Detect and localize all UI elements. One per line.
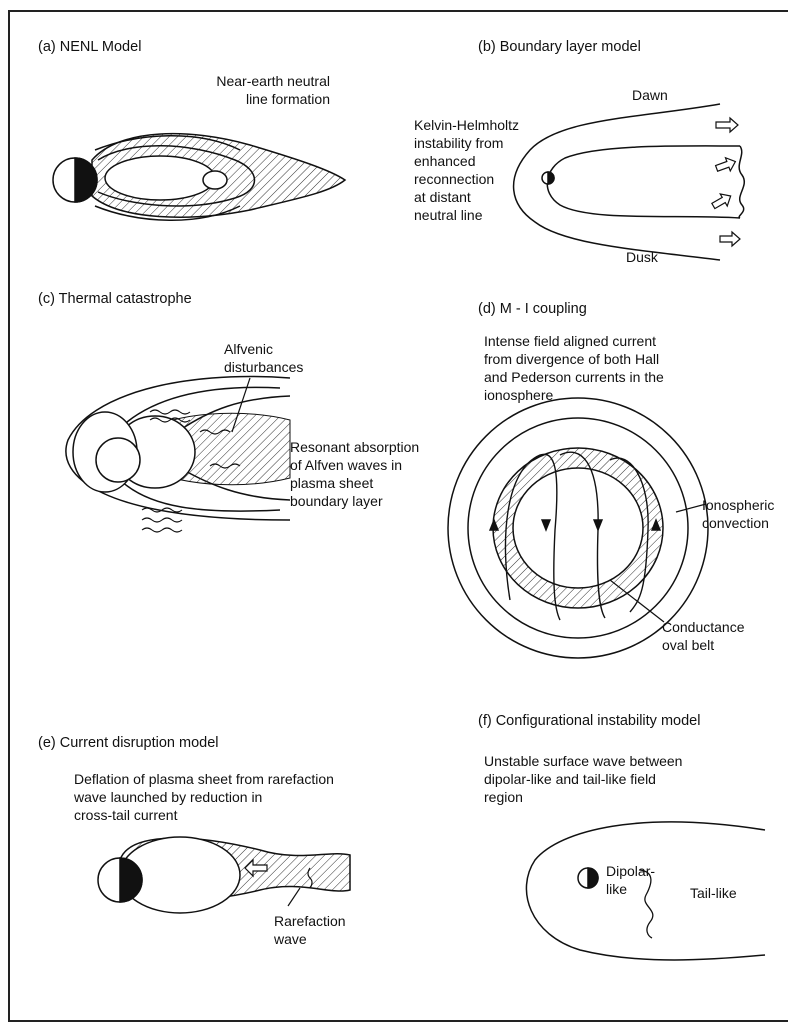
panel-a-diagram <box>53 134 345 221</box>
panel-e-note: Deflation of plasma sheet from rarefacti… <box>74 770 334 824</box>
panel-d-note: Intense field aligned current from diver… <box>484 332 664 404</box>
panel-b-title: (b) Boundary layer model <box>478 38 641 56</box>
panel-b-diagram <box>514 104 745 260</box>
tail-like-label: Tail-like <box>690 884 737 902</box>
panel-b-note: Kelvin-Helmholtz instability from enhanc… <box>414 116 519 224</box>
panel-c-diagram <box>66 377 290 532</box>
panel-e-title: (e) Current disruption model <box>38 734 219 752</box>
earth-icon-e <box>98 858 142 902</box>
dusk-label: Dusk <box>626 248 658 266</box>
conductance-label: Conductance oval belt <box>662 618 745 654</box>
dipolar-label: Dipolar- like <box>606 862 655 898</box>
dawn-label: Dawn <box>632 86 668 104</box>
ionospheric-convection-label: Ionospheric convection <box>702 496 774 532</box>
panel-f-note: Unstable surface wave between dipolar-li… <box>484 752 682 806</box>
boundary-layer-b <box>547 146 740 218</box>
panel-a-note: Near-earth neutral line formation <box>190 72 330 108</box>
earth-icon-c <box>96 438 140 482</box>
flow-arrow-icons <box>710 118 740 246</box>
rarefaction-label: Rarefaction wave <box>274 912 346 948</box>
panel-e-diagram <box>98 837 350 913</box>
panel-f-title: (f) Configurational instability model <box>478 712 700 730</box>
panel-c-title: (c) Thermal catastrophe <box>38 290 192 308</box>
earth-icon-a <box>53 158 97 202</box>
earth-icon-f <box>578 868 598 888</box>
neutral-line-loop <box>203 171 227 189</box>
resonant-absorption-label: Resonant absorption of Alfven waves in p… <box>290 438 419 510</box>
earth-icon-b <box>542 172 554 184</box>
alfvenic-label: Alfvenic disturbances <box>224 340 303 376</box>
panel-a-title: (a) NENL Model <box>38 38 141 56</box>
panel-d-title: (d) M - I coupling <box>478 300 587 318</box>
